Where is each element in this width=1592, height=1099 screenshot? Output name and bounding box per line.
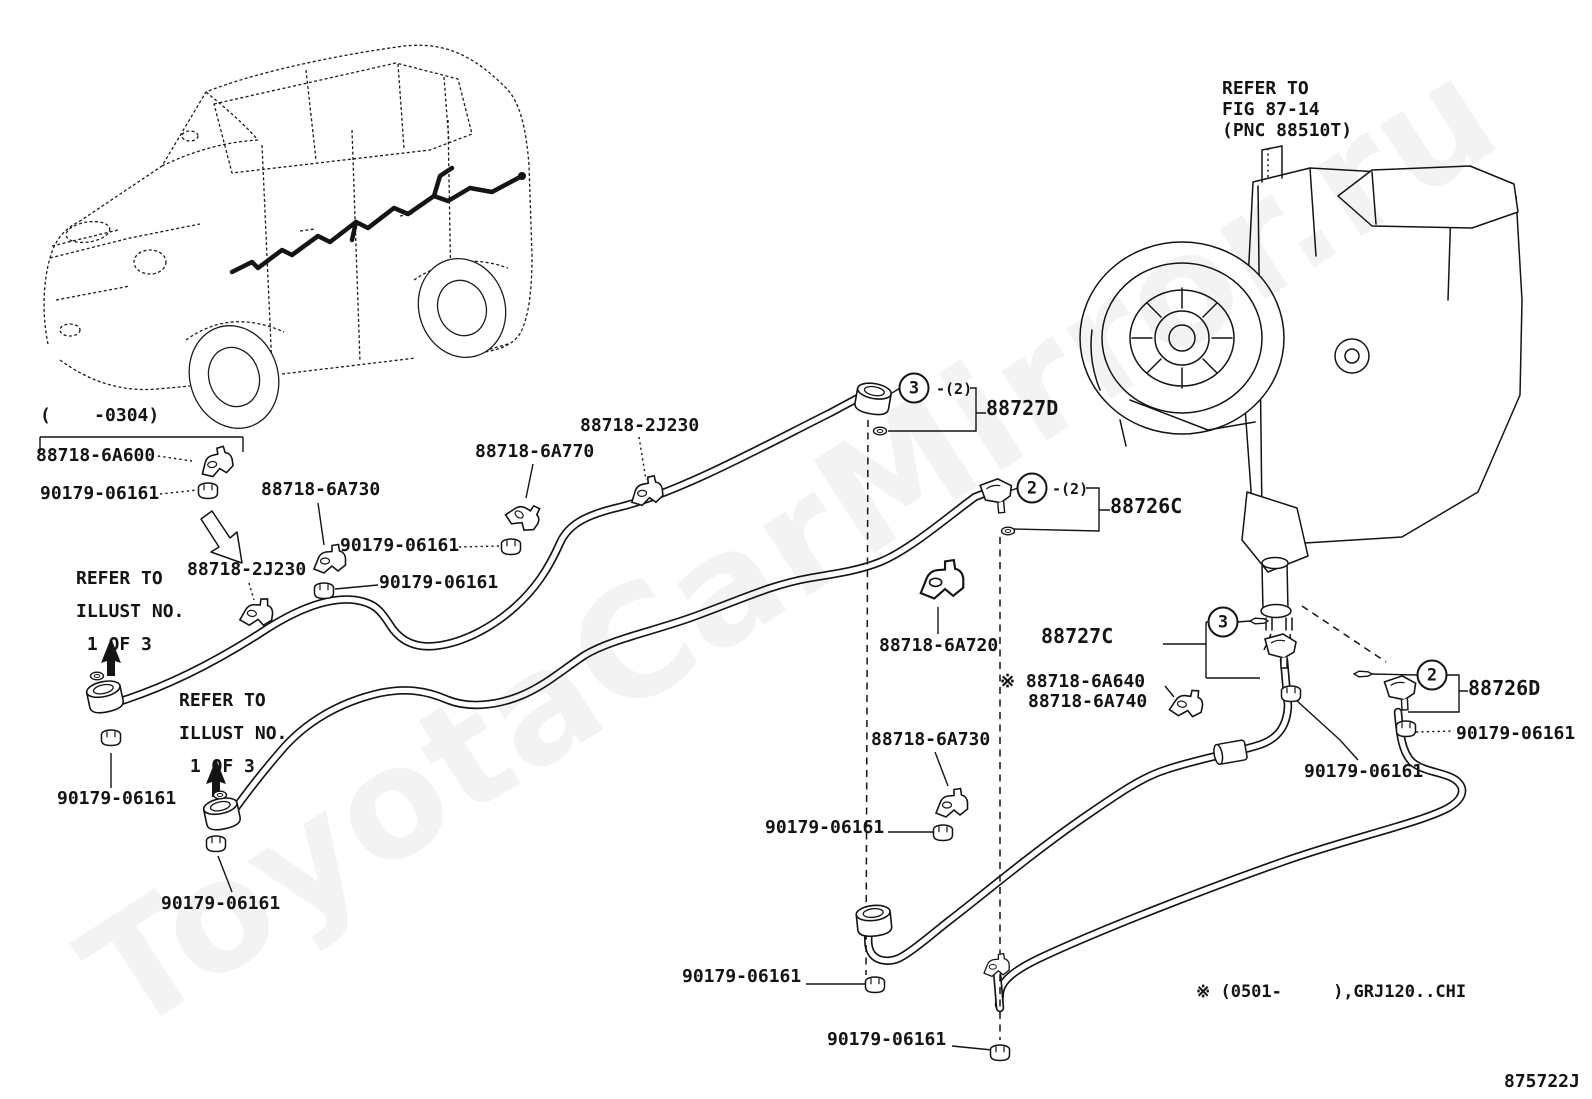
part-label: 88718-6A730 xyxy=(871,729,991,750)
illust-reference-note: REFER TO ILLUST NO. 1 OF 3 xyxy=(76,568,185,655)
part-label: 88718-2J230 xyxy=(187,559,307,580)
part-label: 88718-6A720 xyxy=(879,635,999,656)
hollow-arrow xyxy=(200,510,243,564)
illust-reference-note: REFER TO ILLUST NO. 1 OF 3 xyxy=(179,690,288,777)
pipe-88726c xyxy=(227,487,993,818)
part-label: 90179-06161 xyxy=(57,788,177,809)
qty-note: -(2) xyxy=(936,380,973,398)
part-label: 90179-06161 xyxy=(1456,723,1576,744)
assembly-label: 88726C xyxy=(1110,494,1183,518)
highlighted-piping-route xyxy=(229,165,526,275)
leader-lines xyxy=(39,387,1468,1051)
part-label: 90179-06161 xyxy=(827,1029,947,1050)
callout-circle-2-upper: 2 xyxy=(1016,472,1048,504)
part-label: 90179-06161 xyxy=(340,535,460,556)
pipe-88727c xyxy=(864,655,1293,965)
part-label: 90179-06161 xyxy=(161,893,281,914)
part-label: 88718-6A770 xyxy=(475,441,595,462)
part-label: 88718-6A740 xyxy=(1028,691,1148,712)
callout-circle-2-right: 2 xyxy=(1416,659,1448,691)
up-arrow xyxy=(101,638,121,676)
assembly-label: 88727C xyxy=(1041,624,1114,648)
drawing-number: 875722J xyxy=(1504,1071,1580,1092)
part-label: 88718-6A730 xyxy=(261,479,381,500)
model-applicability-note: ※ (0501- ),GRJ120..CHI xyxy=(1196,982,1467,1002)
part-label: 88718-6A600 xyxy=(36,445,156,466)
part-label: 90179-06161 xyxy=(40,483,160,504)
assembly-label: 88726D xyxy=(1468,676,1541,700)
assembly-label: 88727D xyxy=(986,396,1059,420)
direction-arrows xyxy=(101,510,243,797)
callout-circle-3-upper: 3 xyxy=(898,372,930,404)
callout-circle-3-right: 3 xyxy=(1207,606,1239,638)
part-label: 90179-06161 xyxy=(765,817,885,838)
part-label: ※ 88718-6A640 xyxy=(1000,671,1146,692)
hvac-unit-sketch xyxy=(1079,145,1523,663)
date-range-note: ( -0304) xyxy=(40,405,160,426)
part-label: 90179-06161 xyxy=(682,966,802,987)
fig-reference-note: REFER TO FIG 87-14 (PNC 88510T) xyxy=(1222,78,1353,141)
vehicle-sketch xyxy=(43,44,533,429)
qty-note: -(2) xyxy=(1052,480,1089,498)
up-arrow xyxy=(206,759,226,797)
part-label: 88718-2J230 xyxy=(580,415,700,436)
part-label: 90179-06161 xyxy=(1304,761,1424,782)
part-label: 90179-06161 xyxy=(379,572,499,593)
